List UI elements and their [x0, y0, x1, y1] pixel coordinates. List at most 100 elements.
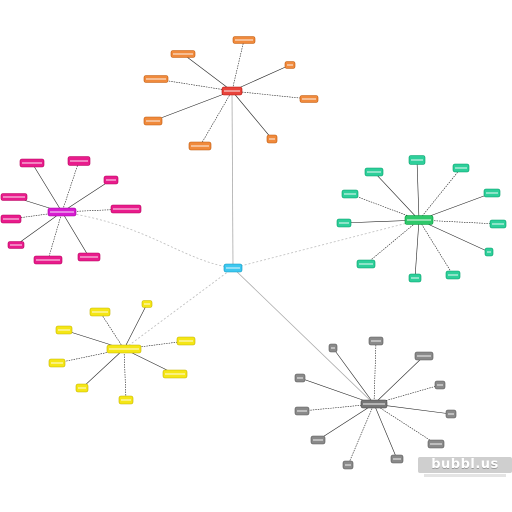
- spoke-gray-3: [373, 355, 425, 405]
- spoke-green-5: [418, 219, 490, 253]
- spoke-yellow-8: [99, 311, 125, 350]
- spoke-magenta-6: [47, 211, 63, 261]
- spoke-gray-8: [347, 403, 375, 466]
- spoke-green-7: [414, 219, 420, 279]
- leaf-node-gray-10[interactable]: [294, 406, 310, 416]
- spoke-magenta-1: [31, 162, 63, 213]
- spoke-yellow-4: [123, 348, 127, 401]
- spoke-gray-1: [332, 347, 375, 405]
- hub-node-orange[interactable]: [221, 86, 243, 96]
- leaf-node-green-8[interactable]: [356, 259, 376, 269]
- leaf-node-green-5[interactable]: [484, 247, 494, 257]
- spoke-gray-6: [373, 403, 437, 445]
- leaf-node-green-10[interactable]: [341, 189, 359, 199]
- leaf-node-yellow-6[interactable]: [48, 358, 66, 368]
- leaf-node-magenta-1[interactable]: [19, 158, 45, 168]
- leaf-node-green-4[interactable]: [489, 219, 507, 229]
- spoke-green-2: [418, 167, 462, 221]
- spokes-layer: [10, 39, 499, 466]
- leaf-node-orange-7[interactable]: [143, 116, 163, 126]
- hub-node-gray[interactable]: [360, 399, 388, 409]
- spoke-yellow-1: [123, 303, 148, 350]
- leaf-node-gray-4[interactable]: [434, 380, 446, 390]
- bubblus-tagline-bar: [424, 474, 506, 477]
- spoke-green-1: [416, 159, 420, 221]
- leaf-node-green-7[interactable]: [408, 273, 422, 283]
- leaf-node-green-1[interactable]: [408, 155, 426, 165]
- leaf-node-orange-6[interactable]: [188, 141, 212, 151]
- link-center-gray: [232, 267, 375, 405]
- nodes-layer: [0, 36, 507, 470]
- leaf-node-gray-1[interactable]: [328, 343, 338, 353]
- hub-node-green[interactable]: [404, 215, 434, 225]
- spoke-magenta-3: [61, 179, 112, 213]
- leaf-node-green-9[interactable]: [336, 218, 352, 228]
- center-node[interactable]: [223, 263, 243, 273]
- spoke-magenta-7: [15, 211, 63, 246]
- spoke-orange-8: [155, 78, 233, 92]
- spoke-orange-4: [231, 90, 310, 100]
- leaf-node-magenta-3[interactable]: [103, 175, 119, 185]
- spoke-gray-10: [301, 403, 375, 412]
- leaf-node-magenta-2[interactable]: [67, 156, 91, 166]
- hub-node-magenta[interactable]: [47, 207, 77, 217]
- leaf-node-orange-8[interactable]: [143, 75, 169, 83]
- spoke-green-10: [349, 193, 420, 221]
- spoke-orange-7: [152, 90, 233, 122]
- leaf-node-yellow-1[interactable]: [141, 300, 153, 308]
- spoke-gray-2: [373, 340, 377, 405]
- leaf-node-magenta-5[interactable]: [77, 252, 101, 262]
- leaf-node-magenta-8[interactable]: [0, 214, 22, 224]
- spoke-orange-6: [199, 90, 233, 147]
- leaf-node-orange-2[interactable]: [232, 36, 256, 44]
- leaf-node-magenta-7[interactable]: [7, 241, 25, 249]
- leaf-node-orange-1[interactable]: [170, 50, 196, 58]
- leaf-node-magenta-4[interactable]: [110, 204, 142, 214]
- leaf-node-yellow-7[interactable]: [55, 325, 73, 335]
- leaf-node-magenta-6[interactable]: [33, 255, 63, 265]
- leaf-node-magenta-9[interactable]: [0, 193, 28, 201]
- leaf-node-yellow-5[interactable]: [75, 383, 89, 393]
- spoke-gray-11: [299, 377, 375, 405]
- spoke-gray-9: [317, 403, 375, 441]
- leaf-node-gray-11[interactable]: [294, 373, 306, 383]
- spoke-magenta-5: [61, 211, 90, 258]
- spoke-orange-1: [182, 53, 233, 92]
- leaf-node-yellow-3[interactable]: [162, 369, 188, 379]
- link-center-green: [232, 219, 420, 269]
- spoke-magenta-2: [61, 160, 80, 213]
- spoke-orange-5: [231, 90, 273, 140]
- leaf-node-orange-5[interactable]: [266, 134, 278, 144]
- leaf-node-gray-6[interactable]: [427, 439, 445, 449]
- leaf-node-gray-7[interactable]: [390, 454, 404, 464]
- spoke-green-8: [365, 219, 420, 265]
- spoke-orange-3: [231, 64, 291, 92]
- leaf-node-yellow-2[interactable]: [176, 336, 196, 346]
- leaf-node-green-6[interactable]: [445, 270, 461, 280]
- spoke-green-6: [418, 219, 454, 276]
- hub-node-yellow[interactable]: [106, 344, 142, 354]
- leaf-node-gray-8[interactable]: [342, 460, 354, 470]
- spoke-green-11: [373, 171, 420, 221]
- leaf-node-green-11[interactable]: [364, 167, 384, 177]
- bubblus-logo: bubbl.us: [418, 457, 512, 473]
- leaf-node-gray-5[interactable]: [445, 409, 457, 419]
- leaf-node-yellow-4[interactable]: [118, 395, 134, 405]
- spoke-orange-2: [231, 39, 245, 92]
- leaf-node-green-2[interactable]: [452, 163, 470, 173]
- leaf-node-gray-2[interactable]: [368, 336, 384, 346]
- leaf-node-yellow-8[interactable]: [89, 307, 111, 317]
- bubblus-watermark: bubbl.us: [418, 457, 512, 481]
- leaf-node-gray-9[interactable]: [310, 435, 326, 445]
- leaf-node-green-3[interactable]: [483, 188, 501, 198]
- link-center-yellow: [123, 267, 234, 350]
- leaf-node-gray-3[interactable]: [414, 351, 434, 361]
- links-layer: [61, 90, 420, 405]
- link-center-magenta: [61, 211, 234, 269]
- leaf-node-orange-4[interactable]: [299, 95, 319, 103]
- leaf-node-orange-3[interactable]: [284, 61, 296, 69]
- spoke-yellow-5: [81, 348, 125, 389]
- spoke-gray-7: [373, 403, 398, 460]
- link-center-orange: [231, 90, 234, 269]
